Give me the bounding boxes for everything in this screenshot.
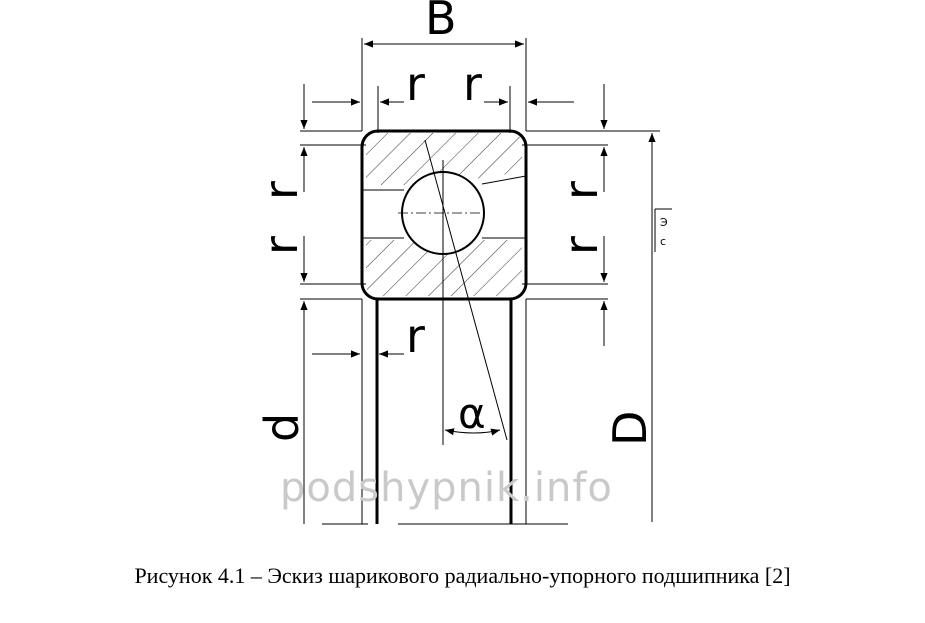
dimension-r-right (522, 84, 660, 346)
cut-text-box: Э с (654, 208, 672, 252)
label-r-left-lower: r (254, 236, 308, 255)
label-D: D (603, 411, 657, 446)
bearing-outline (360, 129, 528, 301)
label-r-top-left: r (406, 57, 425, 111)
label-r-right-lower: r (554, 236, 608, 255)
label-d: d (255, 413, 309, 442)
bearing-body (360, 129, 528, 301)
cut-text-line-1: Э (660, 216, 668, 229)
dimension-r-top (312, 86, 574, 133)
dimension-B (361, 38, 527, 131)
cut-text-line-2: с (660, 235, 666, 248)
outer-ring-edge (362, 175, 527, 191)
watermark-text: podshypnik.info (280, 465, 613, 511)
label-r-right-upper: r (554, 181, 608, 200)
label-alpha: α (458, 389, 486, 438)
figure-caption: Рисунок 4.1 – Эскиз шарикового радиально… (134, 563, 791, 588)
dimension-r-left (300, 84, 366, 524)
label-B: B (425, 0, 457, 45)
contact-angle-lines (424, 139, 508, 445)
shaft-lines (322, 299, 568, 525)
bearing-sketch: Э с B r r r r r r r d D α podshypnik.inf… (254, 0, 672, 525)
label-r-top-right: r (463, 57, 482, 111)
dimension-labels: B r r r r r r r d D α (254, 0, 657, 446)
label-r-left-upper: r (254, 181, 308, 200)
label-r-bottom: r (406, 309, 425, 363)
